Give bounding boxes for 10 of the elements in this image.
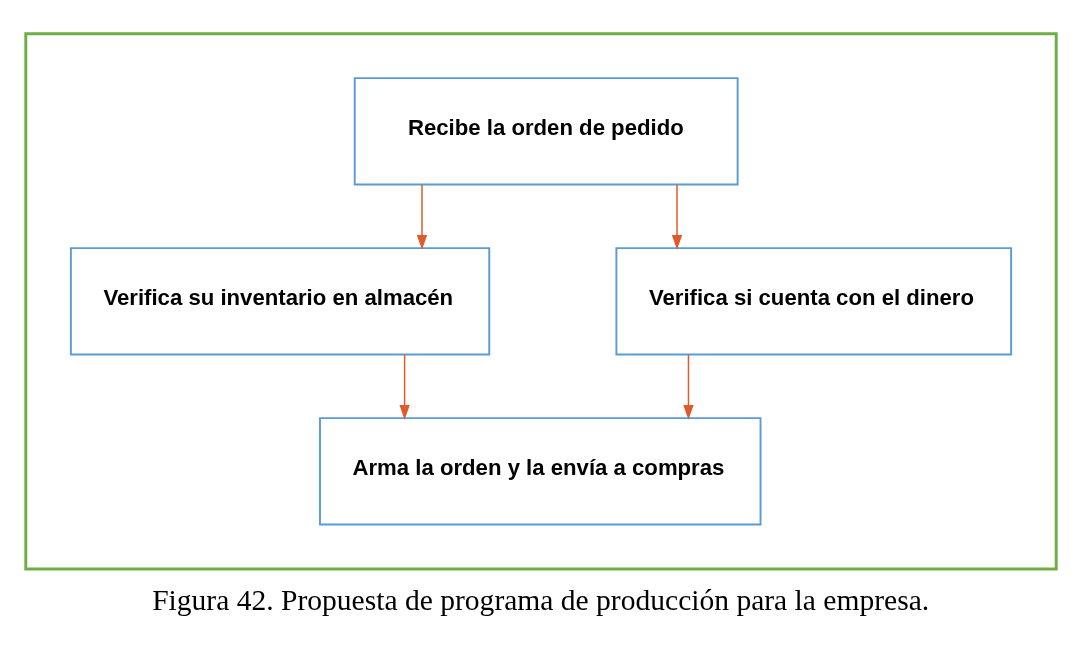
arrow xyxy=(416,183,428,250)
arrow xyxy=(399,353,410,420)
cluster xyxy=(24,32,1058,571)
node-box: Recibe la orden de pedido xyxy=(353,77,739,186)
node-box: Verifica su inventario en almacén xyxy=(69,247,491,356)
arrow xyxy=(683,353,694,420)
node-box: Arma la orden y la envía a compras xyxy=(319,417,762,526)
arrow xyxy=(671,183,683,250)
node-box: Verifica si cuenta con el dinero xyxy=(615,247,1013,356)
caption: Figura 42. Propuesta de programa de producción para la empresa. xyxy=(152,584,930,617)
